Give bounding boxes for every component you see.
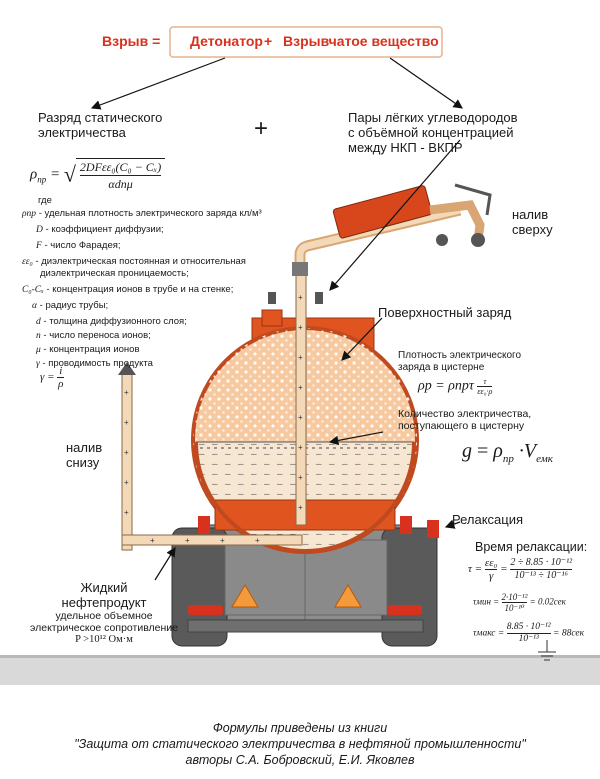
definition-item: диэлектрическая проницаемость; <box>40 268 189 279</box>
definition-item: μ - концентрация ионов <box>36 344 140 355</box>
svg-text:+: + <box>124 448 129 457</box>
big-plus: + <box>254 115 269 142</box>
header-explosive: Взрывчатое вещество <box>283 33 439 49</box>
relaxation-formula-3: τмакс = 8.85 · 10⁻¹² 10⁻¹³ = 88сек <box>473 622 585 644</box>
svg-text:+: + <box>298 353 303 362</box>
warning-triangle-right <box>334 584 362 608</box>
arrow-detonator <box>90 57 226 110</box>
density-formula: ρр = ρпрτ τ εε₀·ρ <box>418 377 493 396</box>
definition-item: D - коэффициент диффузии; <box>36 224 164 235</box>
definition-item: γ - проводимость продукта <box>36 358 153 369</box>
ground <box>0 655 600 685</box>
quantity-formula: g = ρпр ·Vемк <box>462 440 553 465</box>
header-box <box>169 26 443 58</box>
relaxation-marker <box>427 520 439 538</box>
surface-charge-label: Поверхностный заряд <box>378 305 512 320</box>
definition-item: n - число переноса ионов; <box>36 330 151 341</box>
svg-text:+: + <box>150 536 155 545</box>
main-formula: ρпр = √ 2DFεε₀(C₀ − Cₓ) αdnμ <box>30 158 166 192</box>
definition-item: C₀-Cₓ - концентрация ионов в трубе и на … <box>22 284 234 295</box>
relaxation-time-label: Время релаксации: <box>475 540 588 554</box>
footer-citation: Формулы приведены из книги "Защита от ст… <box>74 721 526 767</box>
definition-item: εε₀ - диэлектрическая постоянная и относ… <box>22 256 246 267</box>
svg-text:+: + <box>298 503 303 512</box>
header-plus: + <box>264 33 273 49</box>
svg-text:+: + <box>124 388 129 397</box>
svg-text:+: + <box>298 323 303 332</box>
where-label: где <box>38 195 52 206</box>
bottom-fill-pipe <box>121 369 133 551</box>
warning-triangle-left <box>231 584 259 608</box>
relaxation-formula-1: τ = εε₀ γ = 2 ÷ 8.85 · 10⁻¹² 10⁻¹³ ÷ 10⁻… <box>468 557 573 582</box>
definition-item: ρпр - удельная плотность электрического … <box>22 208 262 219</box>
svg-text:+: + <box>124 418 129 427</box>
svg-text:+: + <box>124 508 129 517</box>
svg-text:+: + <box>298 443 303 452</box>
quantity-label: Количество электричества,поступающего в … <box>398 408 532 432</box>
loading-arm-cylinder <box>332 185 433 239</box>
svg-text:+: + <box>298 473 303 482</box>
header-explosion: Взрыв = <box>102 33 161 49</box>
liquid-label: Жидкий нефтепродукт удельное объемное эл… <box>30 580 179 645</box>
svg-text:+: + <box>255 536 260 545</box>
definition-item: F - число Фарадея; <box>36 240 121 251</box>
relaxation-title: Релаксация <box>452 512 524 527</box>
gamma-formula: γ = i ρ <box>40 365 65 390</box>
bumper <box>187 619 424 633</box>
arrow-explosive <box>389 57 463 109</box>
top-fill-pipe <box>295 269 307 526</box>
definition-item: α - радиус трубы; <box>32 300 109 311</box>
definition-item: d - толщина диффузионного слоя; <box>36 316 187 327</box>
svg-text:+: + <box>220 536 225 545</box>
svg-text:+: + <box>124 478 129 487</box>
svg-text:+: + <box>298 383 303 392</box>
svg-text:+: + <box>298 413 303 422</box>
header-detonator: Детонатор <box>190 33 263 49</box>
relaxation-formula-2: τмин = 2·10⁻¹² 10⁻¹⁰ = 0.02сек <box>473 592 566 613</box>
definitions-list: ρпр - удельная плотность электрического … <box>22 208 262 370</box>
ground-symbol-icon <box>538 640 556 661</box>
svg-text:+: + <box>298 293 303 302</box>
svg-text:+: + <box>185 536 190 545</box>
